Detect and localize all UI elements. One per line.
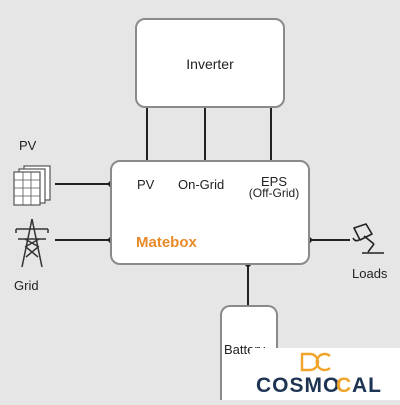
pv-source-label: PV bbox=[19, 138, 37, 153]
loads-label: Loads bbox=[352, 266, 388, 281]
solar-panel-icon bbox=[13, 165, 51, 206]
inverter-label: Inverter bbox=[186, 56, 234, 72]
inverter-box: Inverter bbox=[135, 18, 285, 108]
matebox-port-eps: EPS bbox=[260, 174, 287, 189]
svg-text:AL: AL bbox=[352, 374, 382, 397]
matebox-box: PV On-Grid EPS (Off-Grid) Matebox bbox=[110, 160, 310, 265]
matebox-label: Matebox bbox=[136, 234, 197, 251]
svg-text:COSMO: COSMO bbox=[256, 374, 340, 397]
cosmocal-logo-mark: COSMO C AL bbox=[256, 352, 382, 397]
matebox-port-eps-sub: (Off-Grid) bbox=[248, 186, 300, 200]
transmission-tower-icon bbox=[15, 218, 49, 268]
grid-source-label: Grid bbox=[14, 278, 39, 293]
svg-text:C: C bbox=[336, 374, 351, 397]
cosmocal-logo: COSMO C AL bbox=[250, 348, 400, 400]
lamp-icon bbox=[352, 223, 384, 254]
matebox-port-pv: PV bbox=[137, 177, 155, 192]
matebox-port-on-grid: On-Grid bbox=[178, 177, 225, 192]
